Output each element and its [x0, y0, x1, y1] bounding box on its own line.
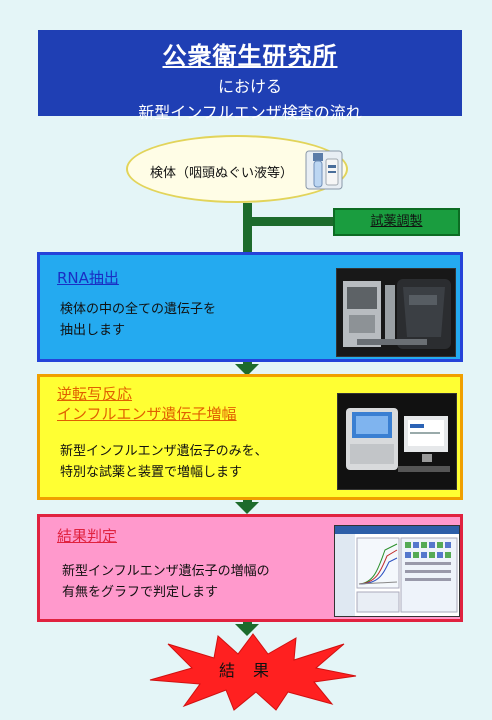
reagent-connector — [243, 217, 335, 226]
specimen-label: 検体（咽頭ぬぐい液等） — [150, 166, 294, 181]
step-description-line: 新型インフルエンザ遺伝子の増幅の — [62, 564, 270, 579]
result-label: 結果 — [218, 661, 287, 680]
step-description: 新型インフルエンザ遺伝子の増幅の 有無をグラフで判定します — [62, 561, 270, 603]
extraction-machine-image — [337, 269, 455, 356]
step-title: RNA抽出 — [57, 269, 119, 287]
step-description: 新型インフルエンザ遺伝子のみを、 特別な試薬と装置で増幅します — [60, 441, 268, 483]
flow-arrow-icon — [235, 364, 259, 376]
extraction-machine-photo — [336, 268, 456, 357]
flow-arrow-icon — [235, 624, 259, 636]
header-banner: 公衆衛生研究所 における 新型インフルエンザ検査の流れ — [38, 30, 462, 122]
step-description-line: 特別な試薬と装置で増幅します — [60, 465, 243, 480]
step-rna-extraction: RNA抽出 検体の中の全ての遺伝子を 抽出します — [37, 252, 463, 362]
step-description: 検体の中の全ての遺伝子を 抽出します — [60, 299, 216, 341]
page-subtitle-line2: 新型インフルエンザ検査の流れ — [138, 103, 362, 122]
step-result-judgement: 結果判定 新型インフルエンザ遺伝子の増幅の 有無をグラフで判定します — [37, 514, 463, 622]
connector-line — [243, 203, 252, 253]
reagent-prep-label: 試薬調製 — [370, 214, 423, 229]
page-title: 公衆衛生研究所 — [162, 42, 338, 70]
page-subtitle-line1: における — [217, 77, 282, 96]
step-description-line: 有無をグラフで判定します — [62, 585, 219, 600]
graph-software-screenshot — [334, 525, 460, 617]
pcr-machine-image — [338, 394, 456, 489]
specimen-node: 検体（咽頭ぬぐい液等） — [126, 135, 348, 203]
step-description-line: 新型インフルエンザ遺伝子のみを、 — [60, 444, 268, 459]
sample-tube-icon — [305, 150, 343, 190]
step-description-line: 抽出します — [60, 323, 126, 338]
amplification-graph-image — [335, 526, 459, 616]
step-rt-amplification: 逆転写反応 インフルエンザ遺伝子増幅 新型インフルエンザ遺伝子のみを、 特別な試… — [37, 374, 463, 500]
pcr-machine-photo — [337, 393, 457, 490]
reagent-prep-box: 試薬調製 — [333, 208, 460, 236]
flow-arrow-icon — [235, 502, 259, 514]
step-title: 逆転写反応 インフルエンザ遺伝子増幅 — [57, 384, 237, 424]
step-title: 結果判定 — [57, 527, 118, 545]
result-burst-icon — [149, 633, 357, 711]
step-title-line: 逆転写反応 — [57, 385, 133, 403]
step-title-line: インフルエンザ遺伝子増幅 — [57, 405, 237, 423]
step-description-line: 検体の中の全ての遺伝子を — [60, 302, 217, 317]
